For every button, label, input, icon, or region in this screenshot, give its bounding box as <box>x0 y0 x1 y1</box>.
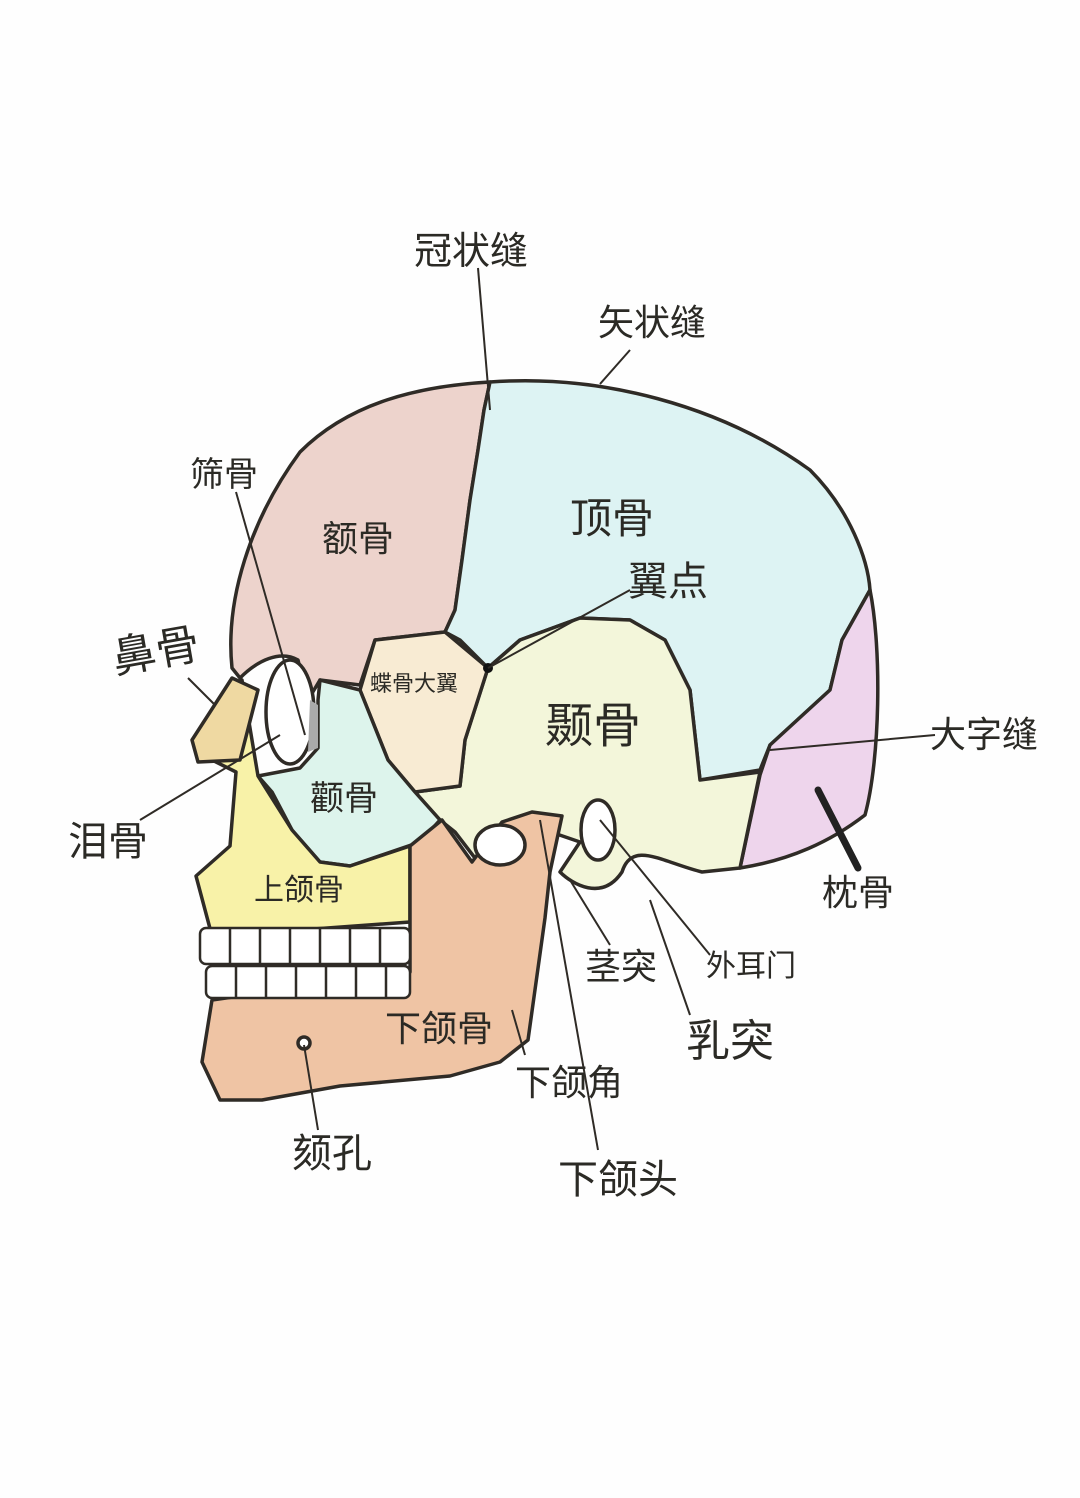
label-pterion: 翼点 <box>628 559 708 605</box>
label-mandible-angle: 下颌角 <box>515 1063 624 1104</box>
label-mastoid: 乳突 <box>686 1016 774 1067</box>
label-sphenoid-greater-wing: 蝶骨大翼 <box>370 672 459 697</box>
label-zygomatic: 颧骨 <box>310 779 378 819</box>
occipital-pencil-mark <box>814 786 862 872</box>
frontal-bone <box>229 380 492 702</box>
label-ethmoid: 筛骨 <box>190 455 258 495</box>
external-acoustic-meatus <box>579 798 617 862</box>
leader-lines <box>139 267 936 1151</box>
label-styloid: 茎突 <box>585 947 658 988</box>
label-mental-foramen: 颏孔 <box>292 1131 372 1177</box>
label-lambdoid-suture: 大字缝 <box>930 715 1039 756</box>
label-mandible-head: 下颌头 <box>558 1157 678 1203</box>
upper-teeth <box>198 926 412 966</box>
occipital-bone <box>738 588 880 870</box>
label-external-acoustic-meatus: 外耳门 <box>706 949 796 984</box>
label-sagittal-suture: 矢状缝 <box>598 303 707 344</box>
label-coronal-suture: 冠状缝 <box>414 229 529 273</box>
lower-teeth <box>204 964 412 1000</box>
label-maxilla: 上颌骨 <box>254 873 344 908</box>
label-mandible: 下颌骨 <box>385 1009 494 1050</box>
label-frontal: 额骨 <box>322 519 395 560</box>
maxilla-bone <box>194 678 412 938</box>
lacrimal-shadow <box>308 700 318 752</box>
label-occipital: 枕骨 <box>822 873 895 914</box>
nasal-bone <box>190 676 260 764</box>
label-temporal: 颞骨 <box>545 698 642 754</box>
label-parietal: 顶骨 <box>570 494 655 543</box>
mandible-bone <box>200 810 564 1102</box>
mandibular-notch <box>473 823 527 867</box>
orbit <box>264 658 316 766</box>
label-lacrimal: 泪骨 <box>68 819 148 865</box>
